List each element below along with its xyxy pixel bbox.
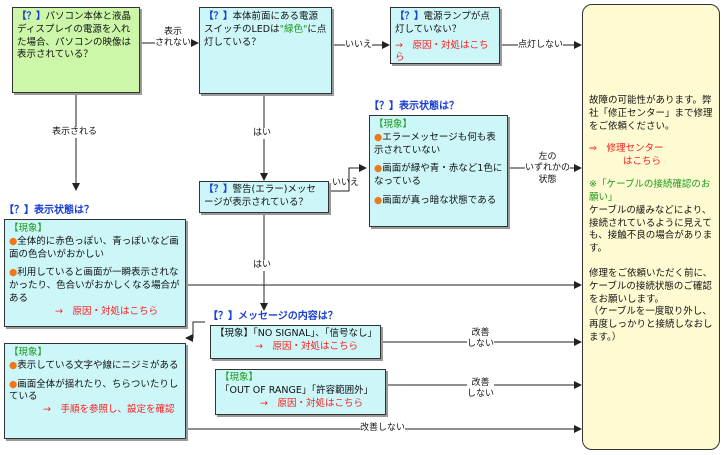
node-state-left: 【現象】 ●全体的に赤色っぽい、青っぽいなど画面の色合いがおかしい ●利用してい… bbox=[4, 219, 186, 327]
out-of-range-title: 【現象】 bbox=[220, 372, 259, 383]
node-power-led-question: 【？】本体前面にある電源スイッチのLEDは"緑色"に点灯している？ bbox=[199, 7, 332, 94]
node-no-signal: 【現象】「NO SIGNAL」、「信号なし」 → 原因・対処はこちら bbox=[210, 325, 381, 359]
edge-label-not-improved-2: 改善 しない bbox=[467, 378, 495, 401]
final-paragraph-4: （ケーブルを一度取り外し、再度しっかりと接続しなおします。） bbox=[589, 306, 713, 343]
no-signal-cause-link[interactable]: → 原因・対処はこちら bbox=[255, 340, 358, 352]
node-warning-text: 警告(エラー)メッセージが表示されている？ bbox=[204, 184, 316, 208]
state-top-item: ●エラーメッセージも何も表示されていない bbox=[374, 131, 496, 156]
node-blur-flicker: 【現象】 ●表示している文字や線にニジミがある ●画面全体が揺れたり、ちらついた… bbox=[4, 343, 186, 439]
state-top-title: 【現象】 bbox=[374, 119, 413, 130]
bullet-dot-icon: ● bbox=[9, 235, 18, 247]
message-heading: 【？】メッセージの内容は？ bbox=[208, 311, 338, 322]
state-top-item: ●画面が真っ暗な状態である bbox=[374, 195, 497, 207]
edge-msg-to-blur bbox=[185, 321, 205, 342]
node-out-of-range: 【現象】 「OUT OF RANGE」「許容範囲外」 → 原因・対処はこちら bbox=[215, 369, 386, 415]
blur-settings-link[interactable]: → 手順を参照し、設定を確認 bbox=[43, 404, 175, 416]
state-top-item: ●画面が緑や青・赤など1色になっている bbox=[374, 163, 503, 188]
state-left-item: ●利用していると画面が一瞬表示されなかったり、色合いがおかしくなる場合がある bbox=[9, 267, 180, 305]
state-left-cause-link[interactable]: → 原因・対処はこちら bbox=[55, 305, 158, 317]
edge-label-either: 左の いずれかの 状態 bbox=[525, 152, 571, 186]
state-left-title: 【現象】 bbox=[9, 223, 48, 234]
question-mark-icon: 【？】 bbox=[204, 184, 233, 195]
edge-label-shown: 表示される bbox=[52, 127, 98, 139]
bullet-dot-icon: ● bbox=[374, 195, 383, 207]
final-paragraph-2: ケーブルの緩みなどにより、接続されているように見えても、接触不良の場合があります… bbox=[589, 204, 713, 255]
bullet-dot-icon: ● bbox=[9, 359, 18, 371]
node-final-recommendation: 故障の可能性があります。弊社「修正センター」まで修理をご依頼ください。 ⇒ 修理… bbox=[582, 4, 720, 450]
bullet-dot-icon: ● bbox=[9, 378, 18, 390]
out-of-range-text: 「OUT OF RANGE」「許容範囲外」 bbox=[220, 384, 374, 396]
node-warning-question: 【？】警告(エラー)メッセージが表示されている？ bbox=[199, 181, 329, 213]
final-paragraph-1: 故障の可能性があります。弊社「修正センター」まで修理をご依頼ください。 bbox=[589, 95, 713, 132]
final-paragraph-3: 修理をご依頼いただく前に、ケーブルの接続状態のご確認をお願いします。 bbox=[589, 267, 713, 305]
repair-center-link[interactable]: ⇒ 修理センター はこちら bbox=[589, 143, 664, 168]
question-mark-icon: 【？】 bbox=[17, 11, 46, 22]
cable-check-title: ※「ケーブルの接続確認のお願い」 bbox=[589, 179, 711, 203]
edge-label-not-improved-3: 改善しない bbox=[360, 423, 406, 435]
blur-item: ●表示している文字や線にニジミがある bbox=[9, 359, 179, 371]
no-signal-text: 【現象】「NO SIGNAL」、「信号なし」 bbox=[215, 328, 377, 339]
bullet-dot-icon: ● bbox=[374, 131, 383, 143]
edge-label-no-2: いいえ bbox=[332, 178, 360, 188]
power-lamp-cause-link[interactable]: → 原因・対処はこちら bbox=[395, 39, 489, 64]
edge-label-lit-no: 点灯しない bbox=[518, 40, 564, 52]
state-left-item: ●全体的に赤色っぽい、青っぽいなど画面の色合いがおかしい bbox=[9, 235, 179, 260]
out-of-range-cause-link[interactable]: → 原因・対処はこちら bbox=[260, 397, 363, 409]
node-start-question: 【？】パソコン本体と液晶ディスプレイの電源を入れた場合、パソコンの映像は表示され… bbox=[12, 7, 140, 93]
state-left-heading: 【？】表示状態は？ bbox=[4, 205, 94, 216]
edge-label-yes-1: はい bbox=[253, 128, 272, 140]
node-power-lamp-text: 電源ランプが点灯していない？ bbox=[395, 11, 490, 35]
edge-label-yes-2: はい bbox=[253, 260, 272, 272]
node-power-led-pre: 本体前面にある電源スイッチのLEDは bbox=[204, 11, 319, 35]
edge-label-not-improved-1: 改善 しない bbox=[467, 328, 495, 351]
edge-label-not-shown: 表示 されない bbox=[155, 27, 192, 50]
question-mark-icon: 【？】 bbox=[204, 11, 233, 22]
blur-item: ●画面全体が揺れたり、ちらついたりしている bbox=[9, 378, 179, 403]
edge-warning-to-state-top bbox=[329, 164, 367, 192]
node-state-top: 【現象】 ●エラーメッセージも何も表示されていない ●画面が緑や青・赤など1色に… bbox=[369, 115, 508, 227]
node-power-led-post: に点灯している？ bbox=[204, 23, 327, 48]
node-power-led-green-word: "緑色" bbox=[279, 23, 308, 35]
blur-title: 【現象】 bbox=[9, 347, 48, 358]
edge-label-no-1: いいえ bbox=[345, 40, 373, 52]
bullet-dot-icon: ● bbox=[9, 267, 18, 279]
node-start-text: パソコン本体と液晶ディスプレイの電源を入れた場合、パソコンの映像は表示されている… bbox=[17, 11, 132, 61]
node-power-lamp: 【？】電源ランプが点灯していない？ → 原因・対処はこちら bbox=[390, 7, 500, 64]
question-mark-icon: 【？】 bbox=[395, 11, 424, 22]
bullet-dot-icon: ● bbox=[374, 163, 383, 175]
state-top-heading: 【？】表示状態は？ bbox=[369, 101, 459, 112]
